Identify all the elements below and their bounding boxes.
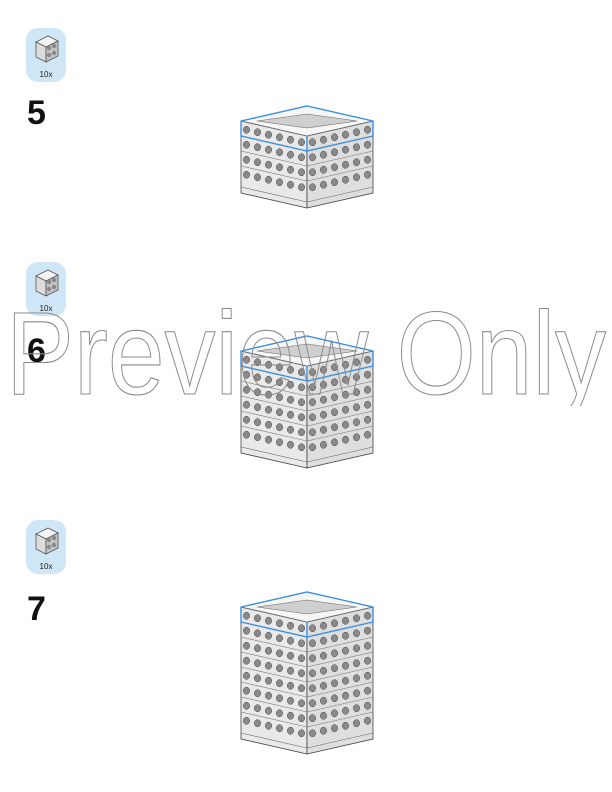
step-5: 10x 5 (0, 0, 612, 264)
brick-part-icon (35, 527, 59, 555)
step-number: 5 (27, 94, 46, 132)
part-quantity: 10x (39, 562, 53, 571)
parts-callout: 10x (26, 520, 66, 574)
brick-model-illustration (240, 591, 374, 755)
step-number: 6 (27, 332, 46, 370)
brick-model-illustration (240, 335, 374, 469)
brick-part-icon (35, 35, 59, 63)
step-7: 10x 7 (0, 0, 612, 755)
parts-callout: 10x (26, 262, 66, 316)
step-number: 7 (27, 590, 46, 628)
parts-callout: 10x (26, 28, 66, 82)
part-quantity: 10x (39, 70, 53, 79)
part-quantity: 10x (39, 304, 53, 313)
brick-part-icon (35, 269, 59, 297)
step-6: 10x 6 (0, 0, 612, 469)
brick-model-illustration (240, 105, 374, 209)
